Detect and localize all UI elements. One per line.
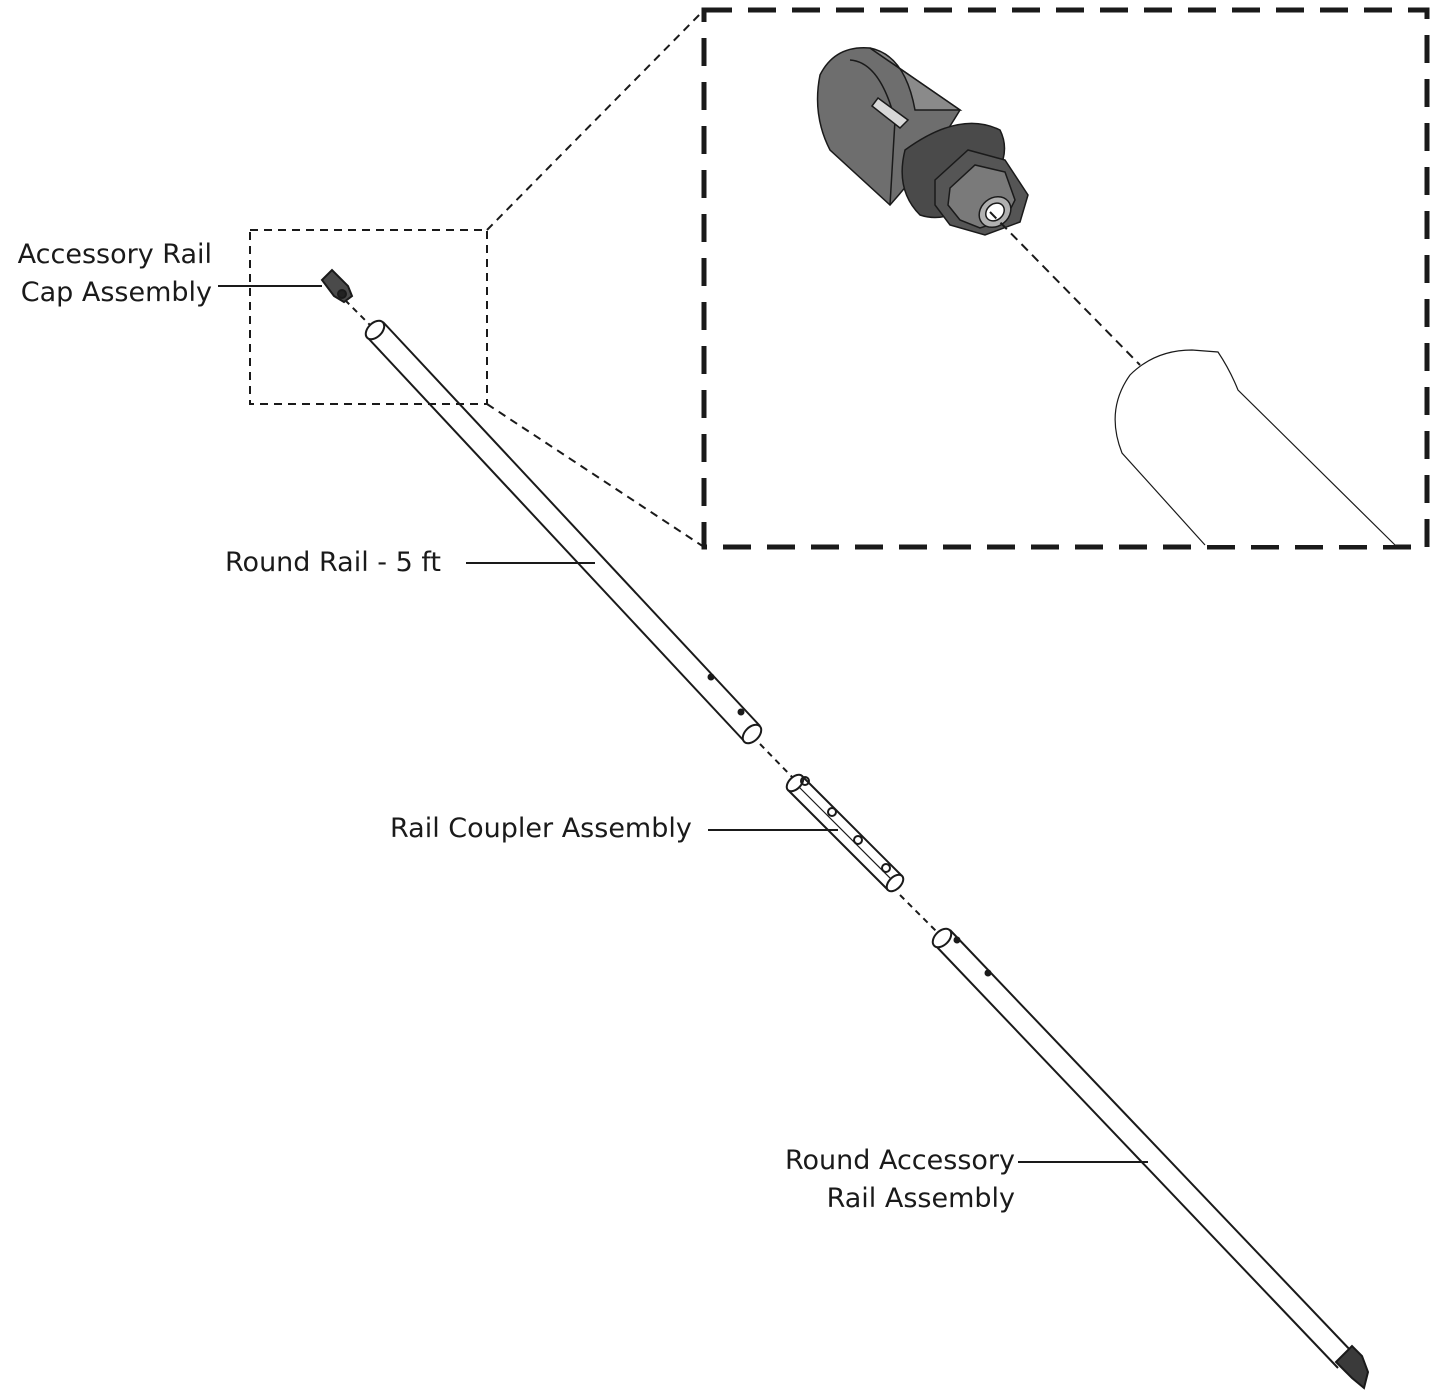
zoomed-centerline	[989, 211, 1141, 366]
rail-coupler	[785, 773, 905, 893]
label-cap-line1: Accessory Rail	[17, 239, 212, 270]
zoomed-cap-detail	[816, 46, 1029, 236]
zoom-projection-line-top	[486, 9, 705, 231]
coupler-to-accessory-centerline	[899, 894, 941, 936]
label-rail-coupler-assembly: Rail Coupler Assembly	[390, 813, 692, 844]
detail-callout-box	[249, 229, 488, 405]
label-accessory-rail-cap-assembly: Accessory Rail Cap Assembly	[0, 236, 212, 312]
zoom-projection-line-bottom	[486, 403, 705, 548]
label-cap-line2: Cap Assembly	[20, 277, 212, 308]
rail-to-coupler-centerline	[759, 743, 796, 781]
label-round-accessory-rail-assembly: Round Accessory Rail Assembly	[740, 1142, 1015, 1218]
label-round-rail-5ft: Round Rail - 5 ft	[225, 547, 442, 578]
round-rail-5ft	[364, 319, 763, 745]
label-accessory-line2: Rail Assembly	[826, 1183, 1015, 1214]
zoomed-rail-end	[1114, 349, 1396, 546]
small-cap-assembly	[320, 268, 354, 304]
round-accessory-rail	[931, 927, 1354, 1369]
zoomed-detail-frame	[701, 7, 1430, 550]
cap-to-rail-centerline	[344, 299, 371, 326]
label-accessory-line1: Round Accessory	[784, 1145, 1015, 1176]
accessory-rail-end-cap	[1334, 1344, 1370, 1390]
